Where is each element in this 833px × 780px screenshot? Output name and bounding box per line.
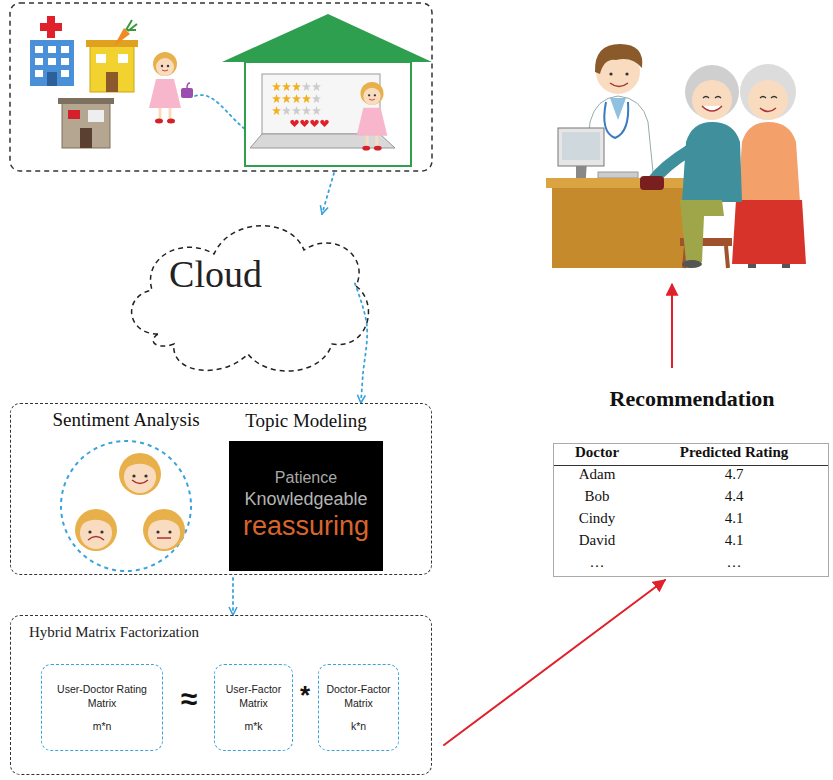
- table-cell: 4.1: [640, 510, 828, 532]
- table-cell: Cindy: [554, 510, 640, 532]
- table-cell: Bob: [554, 488, 640, 510]
- table-cell: …: [640, 554, 828, 576]
- node-text: Sentiment Analysis: [20, 409, 232, 431]
- flow-arrow: [232, 578, 234, 615]
- operator-symbol: *: [294, 680, 316, 711]
- analysis-panel: Sentiment AnalysisTopic ModelingPatience…: [10, 403, 432, 575]
- node-text: Doctor-Factor Matrix: [323, 683, 394, 710]
- matrix-box: Doctor-Factor Matrix k*n: [318, 664, 399, 751]
- sentiment-circle: Sentiment Analysis: [60, 440, 192, 572]
- doctor-scene: [546, 44, 806, 268]
- table-cell: Doctor: [554, 444, 640, 466]
- factorization-panel: Hybrid Matrix FactorizationUser-Doctor R…: [10, 615, 432, 775]
- rating-table: RecommendationDoctorPredicted RatingAdam…: [553, 443, 829, 577]
- node-subtext: m*k: [244, 720, 262, 732]
- operator-symbol: ≈: [169, 682, 209, 716]
- table-cell: …: [554, 554, 640, 576]
- node-text: Recommendation: [534, 386, 833, 412]
- flow-arrow: [355, 283, 367, 403]
- node-subtext: Patience: [229, 469, 383, 487]
- node-subtext: m*n: [93, 720, 112, 732]
- output-arrow: [444, 580, 665, 745]
- table-cell: Adam: [554, 466, 640, 488]
- node-text: User-Doctor Rating Matrix: [46, 683, 158, 710]
- cloud-node: Cloud: [118, 212, 370, 382]
- node-text: User-Factor Matrix: [219, 683, 288, 710]
- node-subtext: Knowledgeable: [229, 489, 383, 510]
- matrix-box: User-Doctor Rating Matrix m*n: [41, 664, 163, 751]
- matrix-box: User-Factor Matrix m*k: [214, 664, 293, 751]
- table-cell: 4.4: [640, 488, 828, 510]
- sentiment-faces: [60, 440, 192, 572]
- node-text: Hybrid Matrix Factorization: [29, 624, 249, 641]
- table-cell: Predicted Rating: [640, 444, 828, 466]
- node-subtext: reassuring: [229, 511, 383, 542]
- recommend-arrow: [671, 284, 673, 368]
- table-cell: David: [554, 532, 640, 554]
- table-cell: 4.1: [640, 532, 828, 554]
- node-subtext: k*n: [351, 720, 366, 732]
- node-text: Topic Modeling: [219, 410, 393, 432]
- table-cell: 4.7: [640, 466, 828, 488]
- cloud-outline: [118, 212, 370, 382]
- node-text: Cloud: [153, 252, 278, 296]
- topic-box: Topic ModelingPatienceKnowledgeablereass…: [229, 441, 383, 571]
- source-panel: [10, 3, 432, 214]
